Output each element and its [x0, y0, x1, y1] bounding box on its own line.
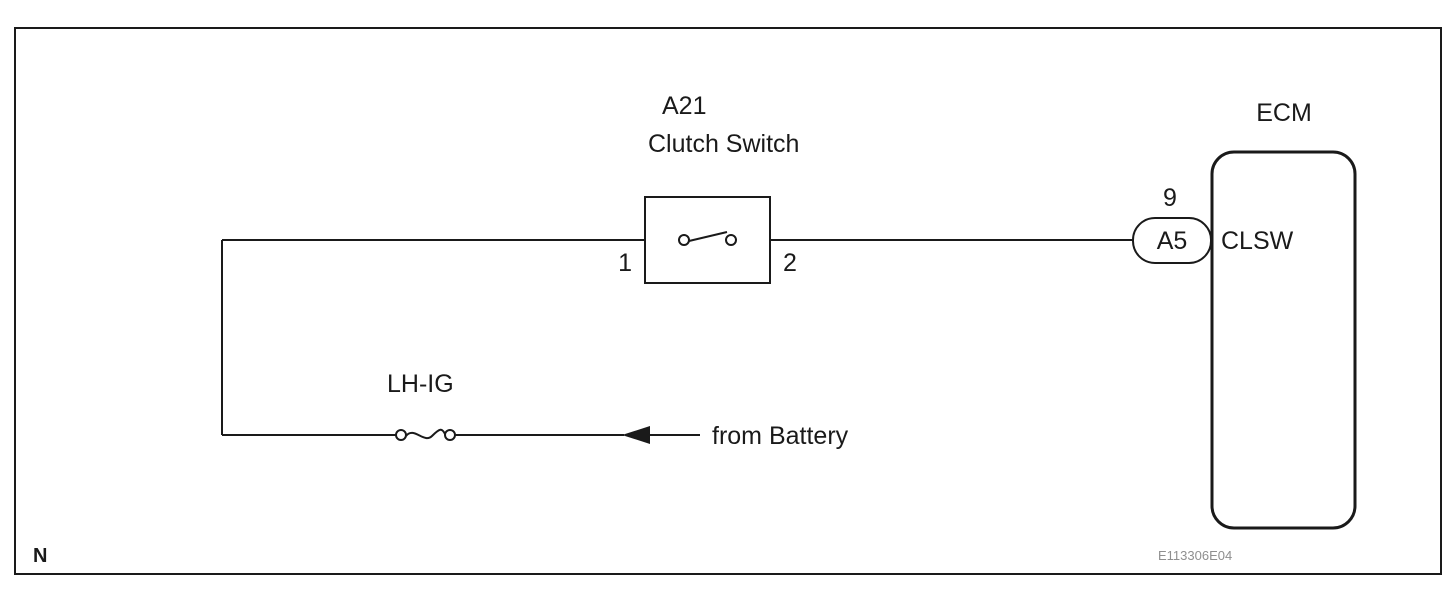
ecm-body — [1210, 150, 1357, 530]
footer-note: N — [33, 545, 47, 567]
fuse-terminal-right — [444, 429, 456, 441]
diagram-border — [14, 27, 1442, 575]
switch-pin-1-label: 1 — [618, 249, 632, 277]
fuse-label: LH-IG — [387, 370, 454, 398]
from-battery-label: from Battery — [712, 422, 849, 450]
ecm-terminal-label: CLSW — [1221, 227, 1294, 255]
switch-contact-left — [678, 234, 690, 246]
ecm-label: ECM — [1256, 99, 1312, 127]
component-name-label: Clutch Switch — [648, 130, 799, 158]
component-id-label: A21 — [662, 92, 706, 120]
ecm-pin-number-label: 9 — [1163, 184, 1177, 212]
switch-contact-right — [725, 234, 737, 246]
fuse-element — [405, 428, 446, 439]
switch-lever — [688, 231, 728, 242]
current-direction-arrow — [622, 426, 650, 444]
clutch-switch-box — [644, 196, 771, 284]
connector-a5-label: A5 — [1157, 227, 1188, 255]
doc-code: E113306E04 — [1158, 548, 1232, 563]
switch-pin-2-label: 2 — [783, 249, 797, 277]
fuse-terminal-left — [395, 429, 407, 441]
